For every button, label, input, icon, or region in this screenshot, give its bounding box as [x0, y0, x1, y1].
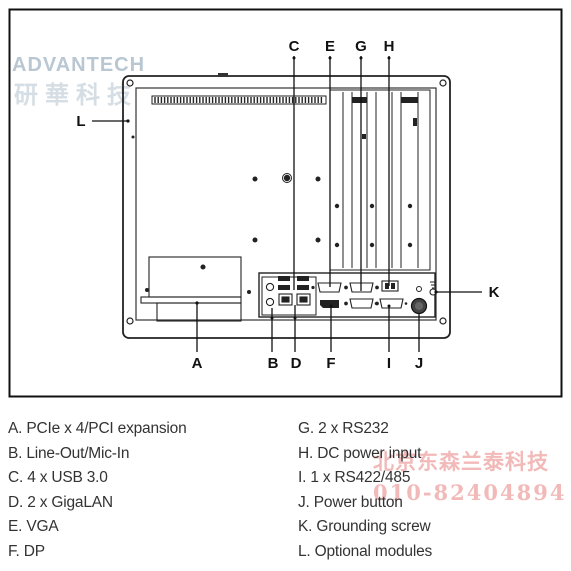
- power-button: [410, 286, 428, 315]
- usb-ports: [278, 276, 309, 290]
- callout-b: B: [268, 355, 279, 372]
- legend-item-j: J. Power button: [298, 493, 403, 511]
- advantech-watermark-logo: ADVANTECH: [12, 54, 145, 76]
- dc-power-input: [381, 280, 399, 292]
- callout-c: C: [289, 38, 300, 55]
- callout-leaders: [92, 56, 482, 352]
- leader-dots: [126, 56, 438, 320]
- advantech-watermark-logo-cn: 研華科技: [14, 81, 138, 109]
- callout-h: H: [384, 38, 395, 55]
- dp-port: [320, 300, 339, 308]
- callout-j: J: [415, 355, 423, 372]
- pcie-expansion-bay: [140, 256, 242, 322]
- legend-right-column: G. 2 x RS232 H. DC power input I. 1 x RS…: [298, 417, 432, 565]
- top-vent: [151, 95, 327, 105]
- legend-left-column: A. PCIe x 4/PCI expansion B. Line-Out/Mi…: [8, 417, 187, 565]
- rs422-485-port: [374, 298, 408, 309]
- heatsink-screws: [334, 97, 418, 248]
- callout-l: L: [76, 113, 85, 130]
- top-tab: [218, 73, 228, 77]
- device-housing: [122, 75, 451, 339]
- company-watermark: 北京东森兰泰科技: [373, 450, 549, 474]
- legend-item-b: B. Line-Out/Mic-In: [8, 444, 130, 462]
- diagram-frame: [8, 8, 563, 398]
- legend-item-k: K. Grounding screw: [298, 518, 431, 536]
- phone-watermark: 010-82404894: [373, 480, 567, 505]
- callout-f: F: [326, 355, 335, 372]
- legend-item-g: G. 2 x RS232: [298, 420, 389, 437]
- lan-ports: [278, 293, 311, 306]
- legend-item-a: A. PCIe x 4/PCI expansion: [8, 420, 187, 437]
- heatsink-fins: [329, 89, 431, 271]
- callout-g: G: [355, 38, 367, 55]
- legend-item-h: H. DC power input: [298, 444, 422, 462]
- legend-item-i: I. 1 x RS422/485: [298, 469, 411, 487]
- device-inner-panel: [135, 87, 437, 321]
- corner-screws: [126, 79, 447, 325]
- callout-i: I: [387, 355, 391, 372]
- legend-item-l: L. Optional modules: [298, 542, 433, 560]
- mounting-screws: [131, 135, 321, 294]
- legend-item-c: C. 4 x USB 3.0: [8, 469, 108, 487]
- legend-item-e: E. VGA: [8, 518, 59, 536]
- callout-k: K: [489, 284, 500, 301]
- screw-ring: [282, 173, 292, 183]
- callout-d: D: [291, 355, 302, 372]
- callout-a: A: [192, 355, 203, 372]
- legend-item-d: D. 2 x GigaLAN: [8, 493, 113, 511]
- audio-jacks: [265, 282, 275, 307]
- legend-item-f: F. DP: [8, 542, 45, 560]
- callout-e: E: [325, 38, 335, 55]
